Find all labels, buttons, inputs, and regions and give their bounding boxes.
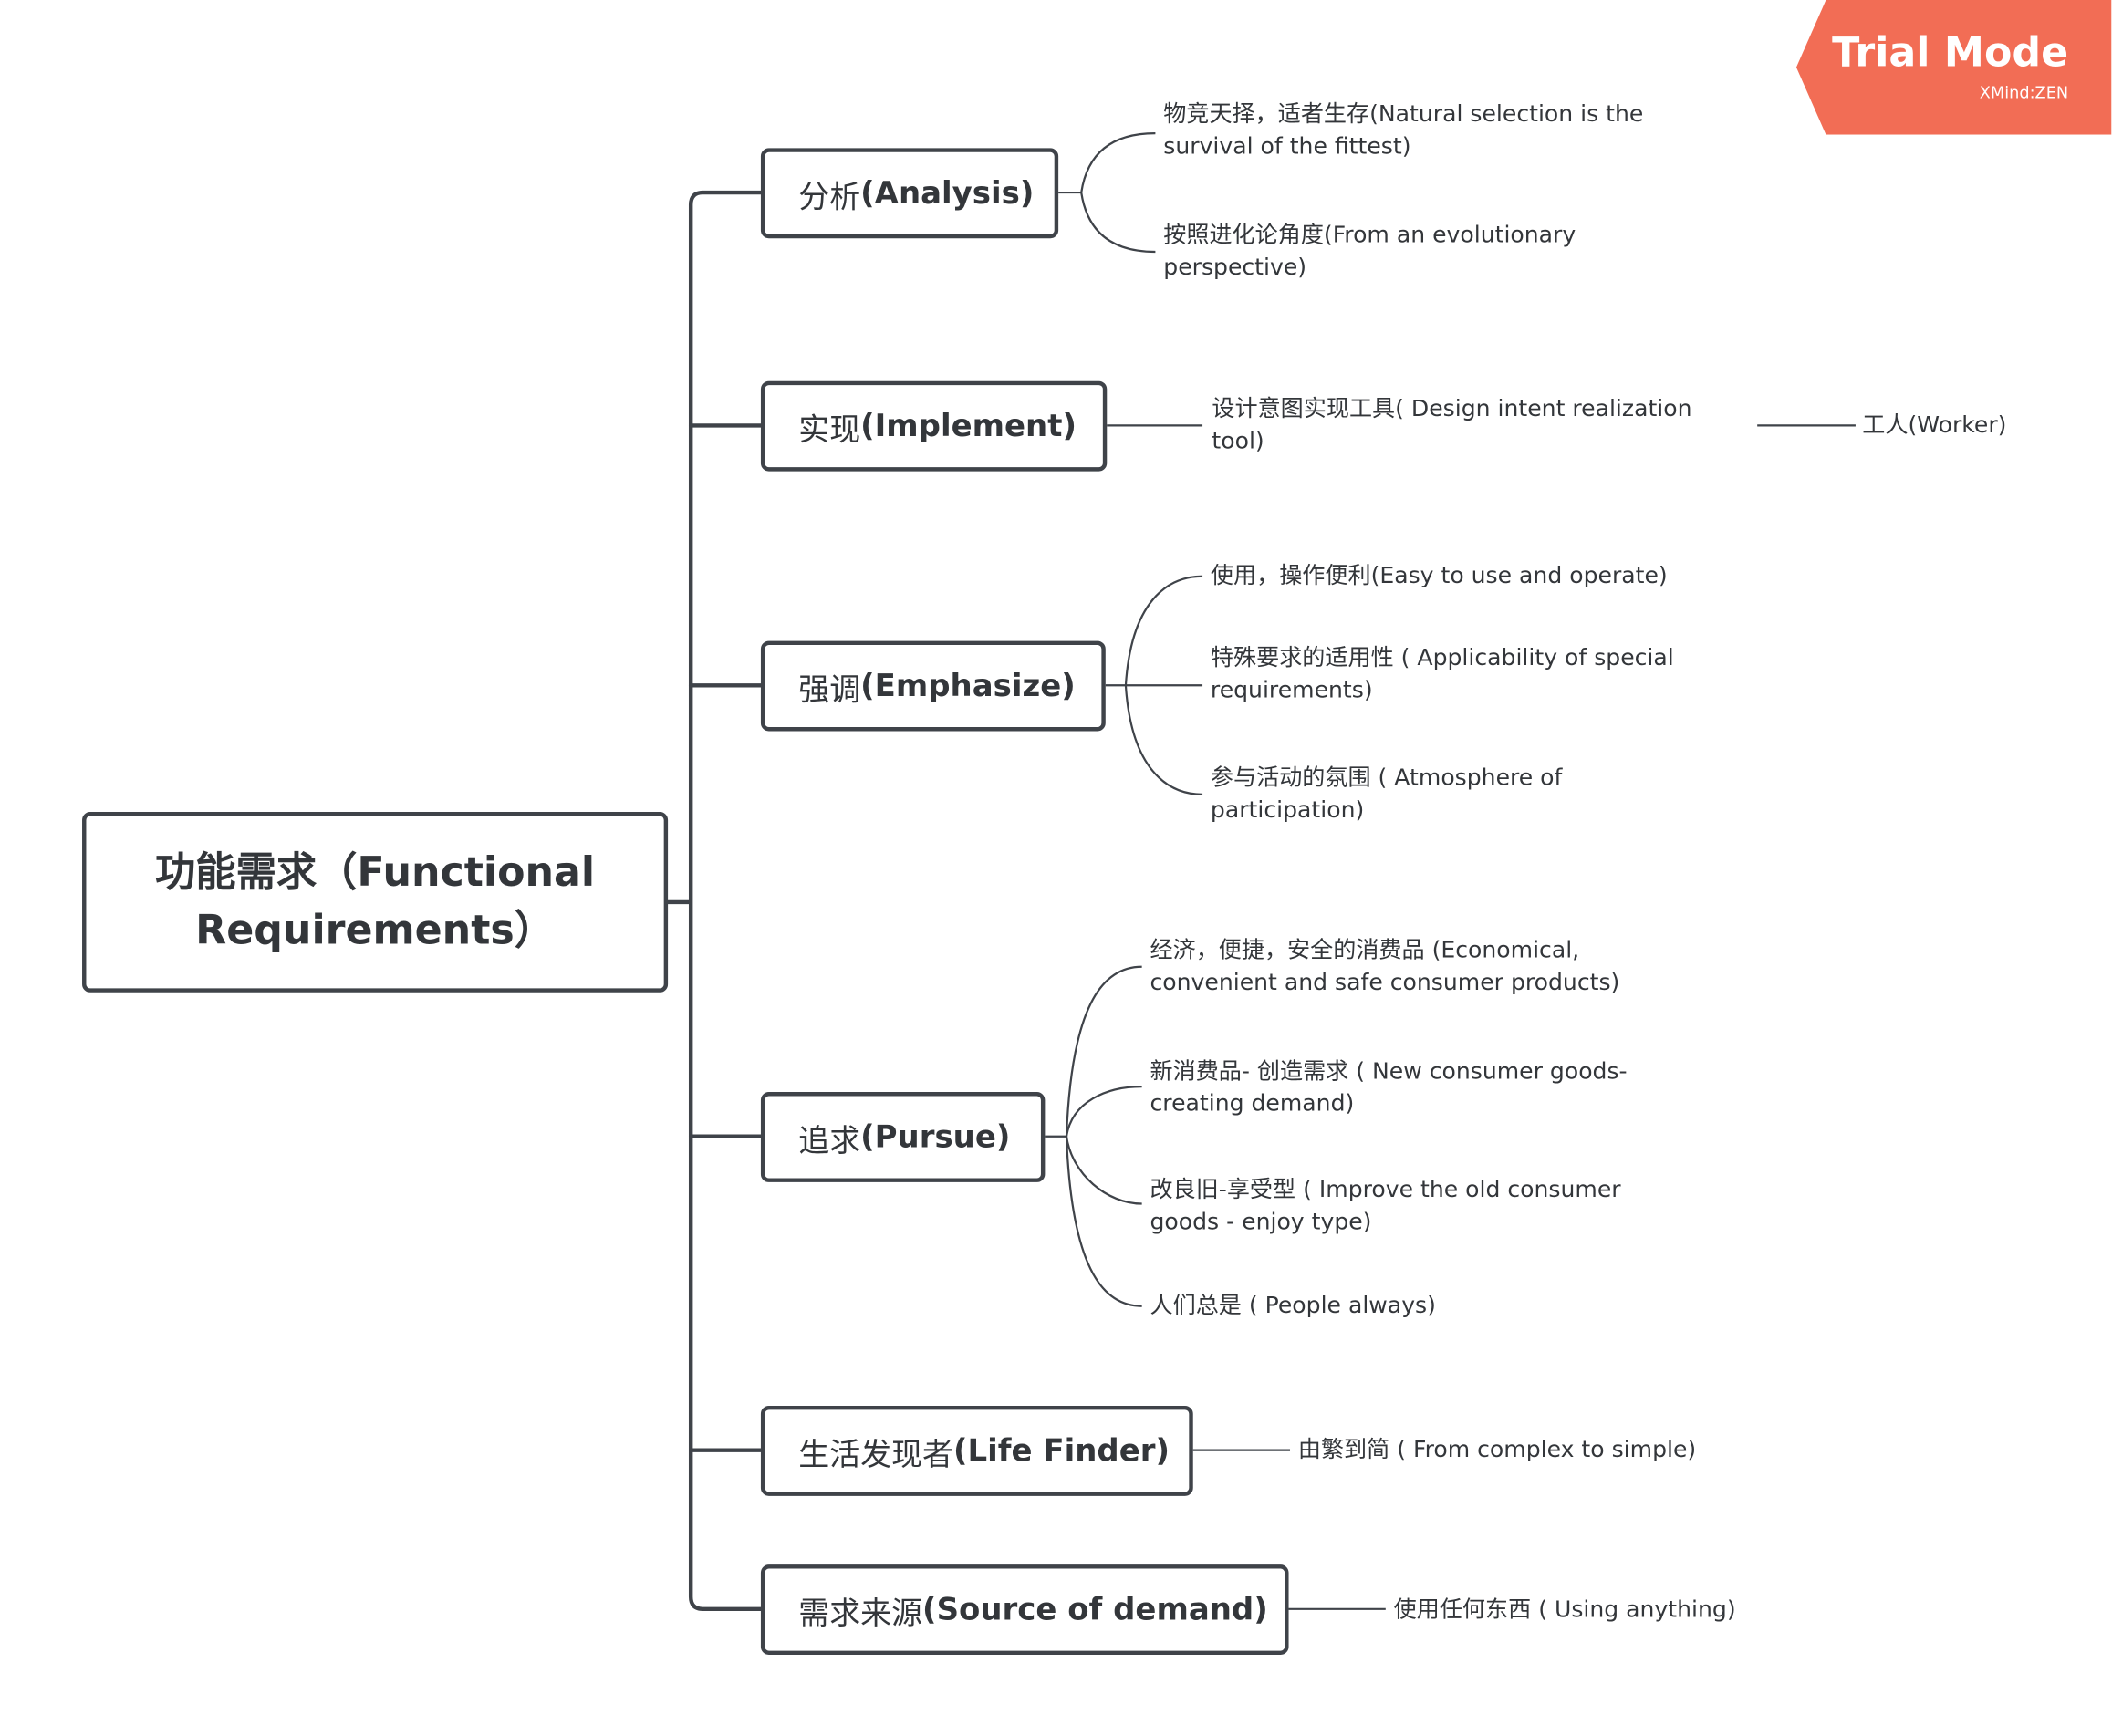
root-label: 功能需求（Functional Requirements） (155, 849, 596, 955)
subtopic-evolutionary-perspective[interactable]: 按照进化论角度(From an evolutionary perspective… (1163, 222, 1576, 282)
subtopic-atmosphere[interactable]: 参与活动的氛围 ( Atmosphere of participation) (1210, 764, 1563, 825)
trial-mode-subtitle: XMind:ZEN (1979, 83, 2069, 103)
subtopic-economical[interactable]: 经济，便捷，安全的消费品 (Economical, convenient and… (1150, 937, 1620, 997)
branch-analysis-en: (Analysis) (860, 175, 1035, 211)
branch-source-zh: 需求来源 (798, 1596, 923, 1632)
branch-pursue[interactable]: 追求 (Pursue) (760, 1092, 1046, 1182)
subtopic-improve-old[interactable]: 改良旧-享受型 ( Improve the old consumer goods… (1150, 1177, 1621, 1236)
branch-life-finder-en: (Life Finder) (953, 1433, 1170, 1469)
root-topic[interactable]: 功能需求（Functional Requirements） (82, 812, 669, 993)
subtopic-worker[interactable]: 工人(Worker) (1862, 411, 2007, 440)
subtopic-easy-to-use[interactable]: 使用，操作便利(Easy to use and operate) (1210, 562, 1668, 590)
branch-implement[interactable]: 实现(Implement) (760, 380, 1108, 472)
subtopic-natural-selection[interactable]: 物竞天择，适者生存(Natural selection is the survi… (1163, 100, 1644, 161)
branch-life-finder-zh: 生活发现者 (798, 1437, 954, 1473)
branch-implement-zh: 实现 (798, 412, 861, 448)
branch-life-finder[interactable]: 生活发现者(Life Finder) (760, 1405, 1193, 1496)
subtopic-special-requirements[interactable]: 特殊要求的适用性 ( Applicability of special requ… (1210, 645, 1674, 704)
branch-emphasize-zh: 强调 (798, 672, 861, 708)
trial-mode-title: Trial Mode (1832, 29, 2069, 78)
subtopic-design-intent[interactable]: 设计意图实现工具( Design intent realization tool… (1212, 395, 1692, 455)
branch-implement-en: (Implement) (860, 408, 1077, 444)
branch-source-of-demand[interactable]: 需求来源(Source of demand) (760, 1564, 1289, 1656)
branch-analysis-zh: 分析 (798, 180, 861, 215)
branch-emphasize-en: (Emphasize) (860, 668, 1076, 704)
subtopic-new-consumer-goods[interactable]: 新消费品- 创造需求 ( New consumer goods- creatin… (1150, 1058, 1628, 1118)
branch-pursue-zh: 追求 (798, 1123, 861, 1159)
subtopic-complex-to-simple[interactable]: 由繁到简 ( From complex to simple) (1297, 1436, 1697, 1464)
xmind-badge-icon (1795, 0, 2112, 135)
branch-analysis[interactable]: 分析(Analysis) (760, 148, 1059, 239)
subtopic-using-anything[interactable]: 使用任何东西 ( Using anything) (1393, 1596, 1736, 1625)
trial-mode-badge[interactable]: Trial Mode XMind:ZEN (1795, 0, 2112, 135)
subtopic-people-always[interactable]: 人们总是 ( People always) (1150, 1292, 1436, 1320)
branch-emphasize[interactable]: 强调(Emphasize) (760, 640, 1106, 732)
branch-source-en: (Source of demand) (922, 1592, 1268, 1627)
branch-pursue-en: (Pursue) (860, 1119, 1011, 1155)
